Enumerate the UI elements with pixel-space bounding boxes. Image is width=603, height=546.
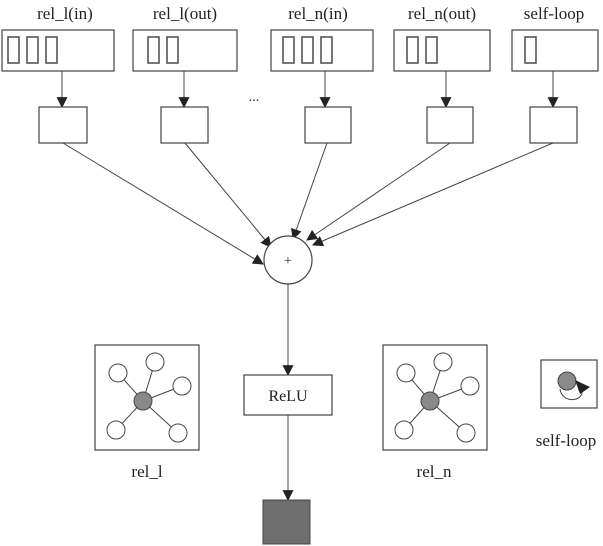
feature-slot (147, 36, 160, 64)
sum-symbol: + (284, 254, 292, 269)
self-loop-label: self-loop (536, 431, 596, 450)
input-label-rel-n-out: rel_n(out) (408, 4, 476, 23)
arrow-to-sum (306, 142, 451, 241)
graph-node (108, 363, 128, 383)
feature-slot (425, 36, 438, 64)
input-box-rel-n-in (270, 29, 374, 72)
feature-slot (524, 36, 537, 64)
arrow-to-sum (311, 142, 554, 247)
arrow-to-sum (184, 142, 272, 248)
transform-box (529, 106, 578, 144)
graph-rel-l (94, 344, 200, 451)
transform-box (304, 106, 352, 144)
input-box-rel-n-out (393, 29, 491, 72)
graph-label-rel-n: rel_n (417, 462, 452, 481)
input-label-rel-l-in: rel_l(in) (37, 4, 93, 23)
graph-node (106, 420, 126, 440)
graph-node (394, 420, 414, 440)
input-box-rel-l-in (1, 29, 115, 72)
input-label-rel-n-in: rel_n(in) (288, 4, 347, 23)
graph-node (456, 423, 476, 443)
input-label-rel-l-out: rel_l(out) (153, 4, 217, 23)
input-box-self-loop (511, 29, 599, 72)
graph-self-loop (540, 359, 598, 409)
graph-node (172, 376, 192, 396)
transform-box (160, 106, 209, 144)
output-node (262, 499, 311, 545)
input-label-self-loop: self-loop (524, 4, 584, 23)
feature-slot (301, 36, 314, 64)
graph-node (168, 423, 188, 443)
graph-center-node (133, 391, 153, 411)
graph-center-node (420, 391, 440, 411)
graph-node (145, 352, 165, 372)
relu-label: ReLU (268, 388, 308, 405)
feature-slot (166, 36, 179, 64)
self-loop-node (557, 371, 577, 391)
feature-slot (7, 36, 20, 64)
relu-box (243, 374, 333, 416)
transform-box (38, 106, 88, 144)
input-box-rel-l-out (132, 29, 238, 72)
self-loop-arrowhead (575, 380, 590, 394)
feature-slot (406, 36, 419, 64)
feature-slot (320, 36, 333, 64)
feature-slot (45, 36, 58, 64)
graph-node (460, 376, 480, 396)
ellipsis: ... (249, 90, 260, 105)
feature-slot (282, 36, 295, 64)
arrow-to-sum (291, 142, 328, 241)
graph-rel-n (382, 344, 488, 451)
graph-label-rel-l: rel_l (131, 462, 162, 481)
feature-slot (26, 36, 39, 64)
graph-node (433, 352, 453, 372)
graph-node (396, 363, 416, 383)
arrow-to-sum (62, 142, 264, 265)
transform-box (426, 106, 474, 144)
